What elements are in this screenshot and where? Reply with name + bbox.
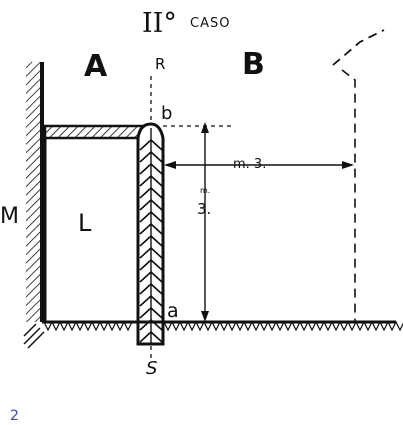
zone-b-label: B <box>242 47 265 82</box>
room-label: L <box>78 209 92 237</box>
axis-top-label: R <box>155 55 166 73</box>
future-building-outline <box>332 29 385 322</box>
ground <box>23 320 403 349</box>
axis-bottom-label: S <box>146 358 158 379</box>
wall-label: M <box>0 204 19 229</box>
horizontal-dimension <box>164 161 354 169</box>
point-b-label: b <box>161 103 173 124</box>
vertical-dimension-value: 3. <box>197 200 212 218</box>
boundary-wall <box>136 122 165 346</box>
vertical-dimension <box>201 122 209 322</box>
horizontal-dimension-label: m. 3. <box>233 157 267 172</box>
point-a-label: a <box>167 300 179 322</box>
corner-mark: 2 <box>10 408 19 424</box>
diagram-title: II° <box>142 8 177 39</box>
zone-a-label: A <box>84 49 108 84</box>
building-l <box>43 124 147 324</box>
vertical-dimension-unit: m. <box>200 186 211 195</box>
diagram-subtitle: CASO <box>190 16 231 31</box>
wall-m-hatch <box>26 62 44 322</box>
